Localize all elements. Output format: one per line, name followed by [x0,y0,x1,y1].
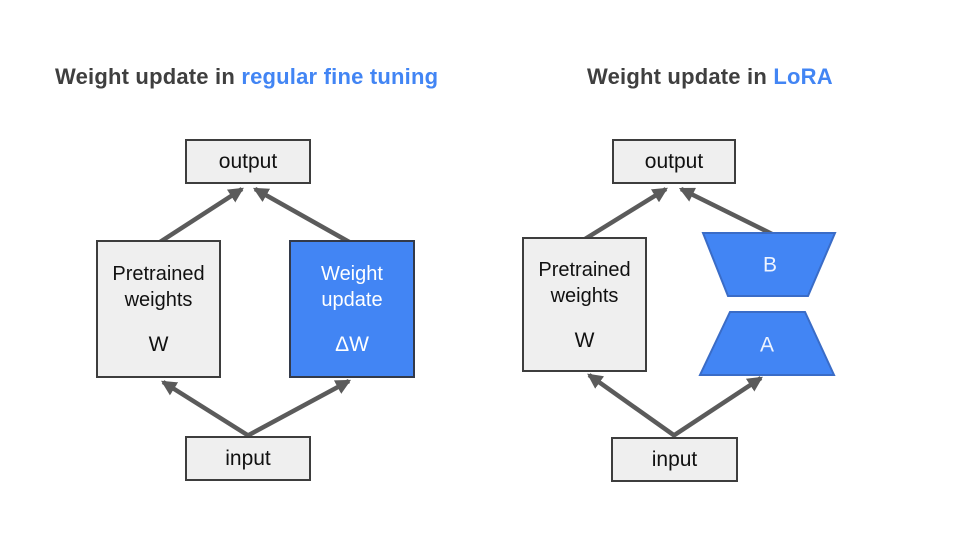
title-lora: Weight update in LoRA [587,64,833,90]
right-input-box: input [611,437,738,482]
left-output-box: output [185,139,311,184]
left-weight-update-box: Weight update ΔW [289,240,415,378]
title-regular-fine-tuning: Weight update in regular fine tuning [55,64,438,90]
title-left-highlight: regular fine tuning [241,64,439,89]
left-pretrained-label: Pretrained weights [112,263,205,311]
title-right-highlight: LoRA [773,64,833,89]
left-pretrained-weights-box: Pretrained weights W [96,240,221,378]
lora-matrix-b-trapezoid [701,232,837,297]
arrow-left-input-to-update [245,379,352,438]
arrow-left-input-to-pretrained [161,380,251,438]
arrow-left-pretrained-to-output [158,187,244,244]
lora-matrix-a-label: A [760,334,774,357]
title-left-prefix: Weight update in [55,64,242,89]
lora-matrix-b-label: B [763,254,777,277]
arrow-right-pretrained-to-output [583,187,668,241]
left-pretrained-symbol: W [148,333,169,356]
arrow-right-input-to-a [671,376,763,438]
right-pretrained-weights-box: Pretrained weights W [522,237,647,372]
left-weight-update-symbol: ΔW [335,333,369,356]
lora-matrix-a-trapezoid [698,311,836,376]
arrow-right-input-to-pretrained [587,373,677,438]
right-output-box: output [612,139,736,184]
left-weight-update-label: Weight update [321,263,383,311]
right-pretrained-label: Pretrained weights [538,258,631,307]
arrow-right-b-to-output [678,186,773,237]
left-input-box: input [185,436,311,481]
right-pretrained-symbol: W [574,328,595,352]
title-right-prefix: Weight update in [587,64,774,89]
arrow-left-update-to-output [252,187,353,245]
